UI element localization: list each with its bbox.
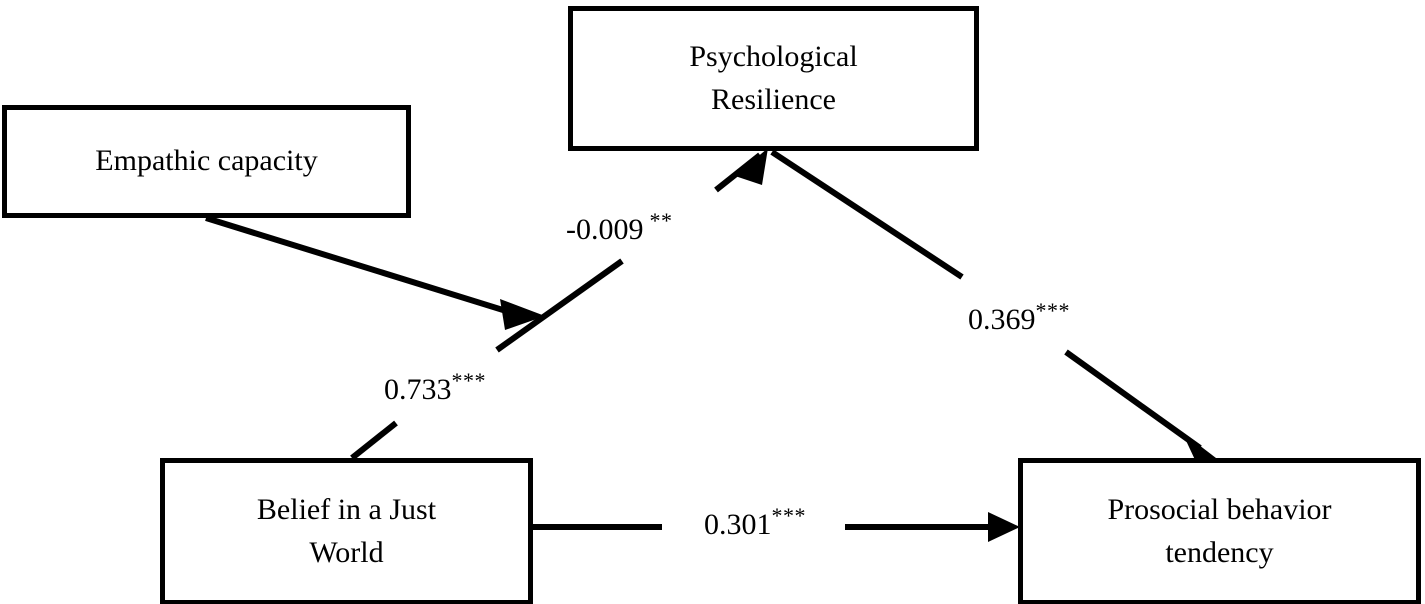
significance-stars: *** (1035, 298, 1070, 323)
coefficient-value: 0.369 (968, 303, 1036, 336)
arrow-bjw-to-prosocial (533, 512, 1020, 542)
node-empathic-capacity-label: Empathic capacity (95, 144, 318, 178)
significance-stars: *** (771, 503, 806, 528)
arrow-resilience-to-prosocial (770, 149, 1216, 462)
node-belief-in-a-just-world-label: Belief in a Just World (256, 492, 437, 569)
path-label-empathic-to-resilience: -0.009** (560, 208, 679, 247)
arrow-bjw-to-resilience (350, 148, 768, 461)
node-belief-in-a-just-world[interactable]: Belief in a Just World (160, 458, 533, 604)
path-label-resilience-to-prosocial: 0.369*** (962, 298, 1076, 337)
node-psychological-resilience-label: Psychological Resilience (689, 39, 858, 116)
path-label-bjw-to-resilience: 0.733*** (378, 368, 492, 407)
significance-stars: ** (649, 208, 673, 233)
node-empathic-capacity[interactable]: Empathic capacity (2, 105, 411, 218)
arrow-empathic-to-bjw (205, 215, 545, 330)
node-prosocial-behavior-tendency-label: Prosocial behavior tendency (1107, 492, 1332, 569)
coefficient-value: 0.733 (384, 373, 452, 406)
path-label-bjw-to-prosocial: 0.301*** (698, 503, 812, 542)
coefficient-value: -0.009 (566, 213, 644, 246)
node-psychological-resilience[interactable]: Psychological Resilience (568, 6, 979, 151)
coefficient-value: 0.301 (704, 508, 772, 541)
significance-stars: *** (451, 368, 486, 393)
node-prosocial-behavior-tendency[interactable]: Prosocial behavior tendency (1018, 458, 1421, 604)
